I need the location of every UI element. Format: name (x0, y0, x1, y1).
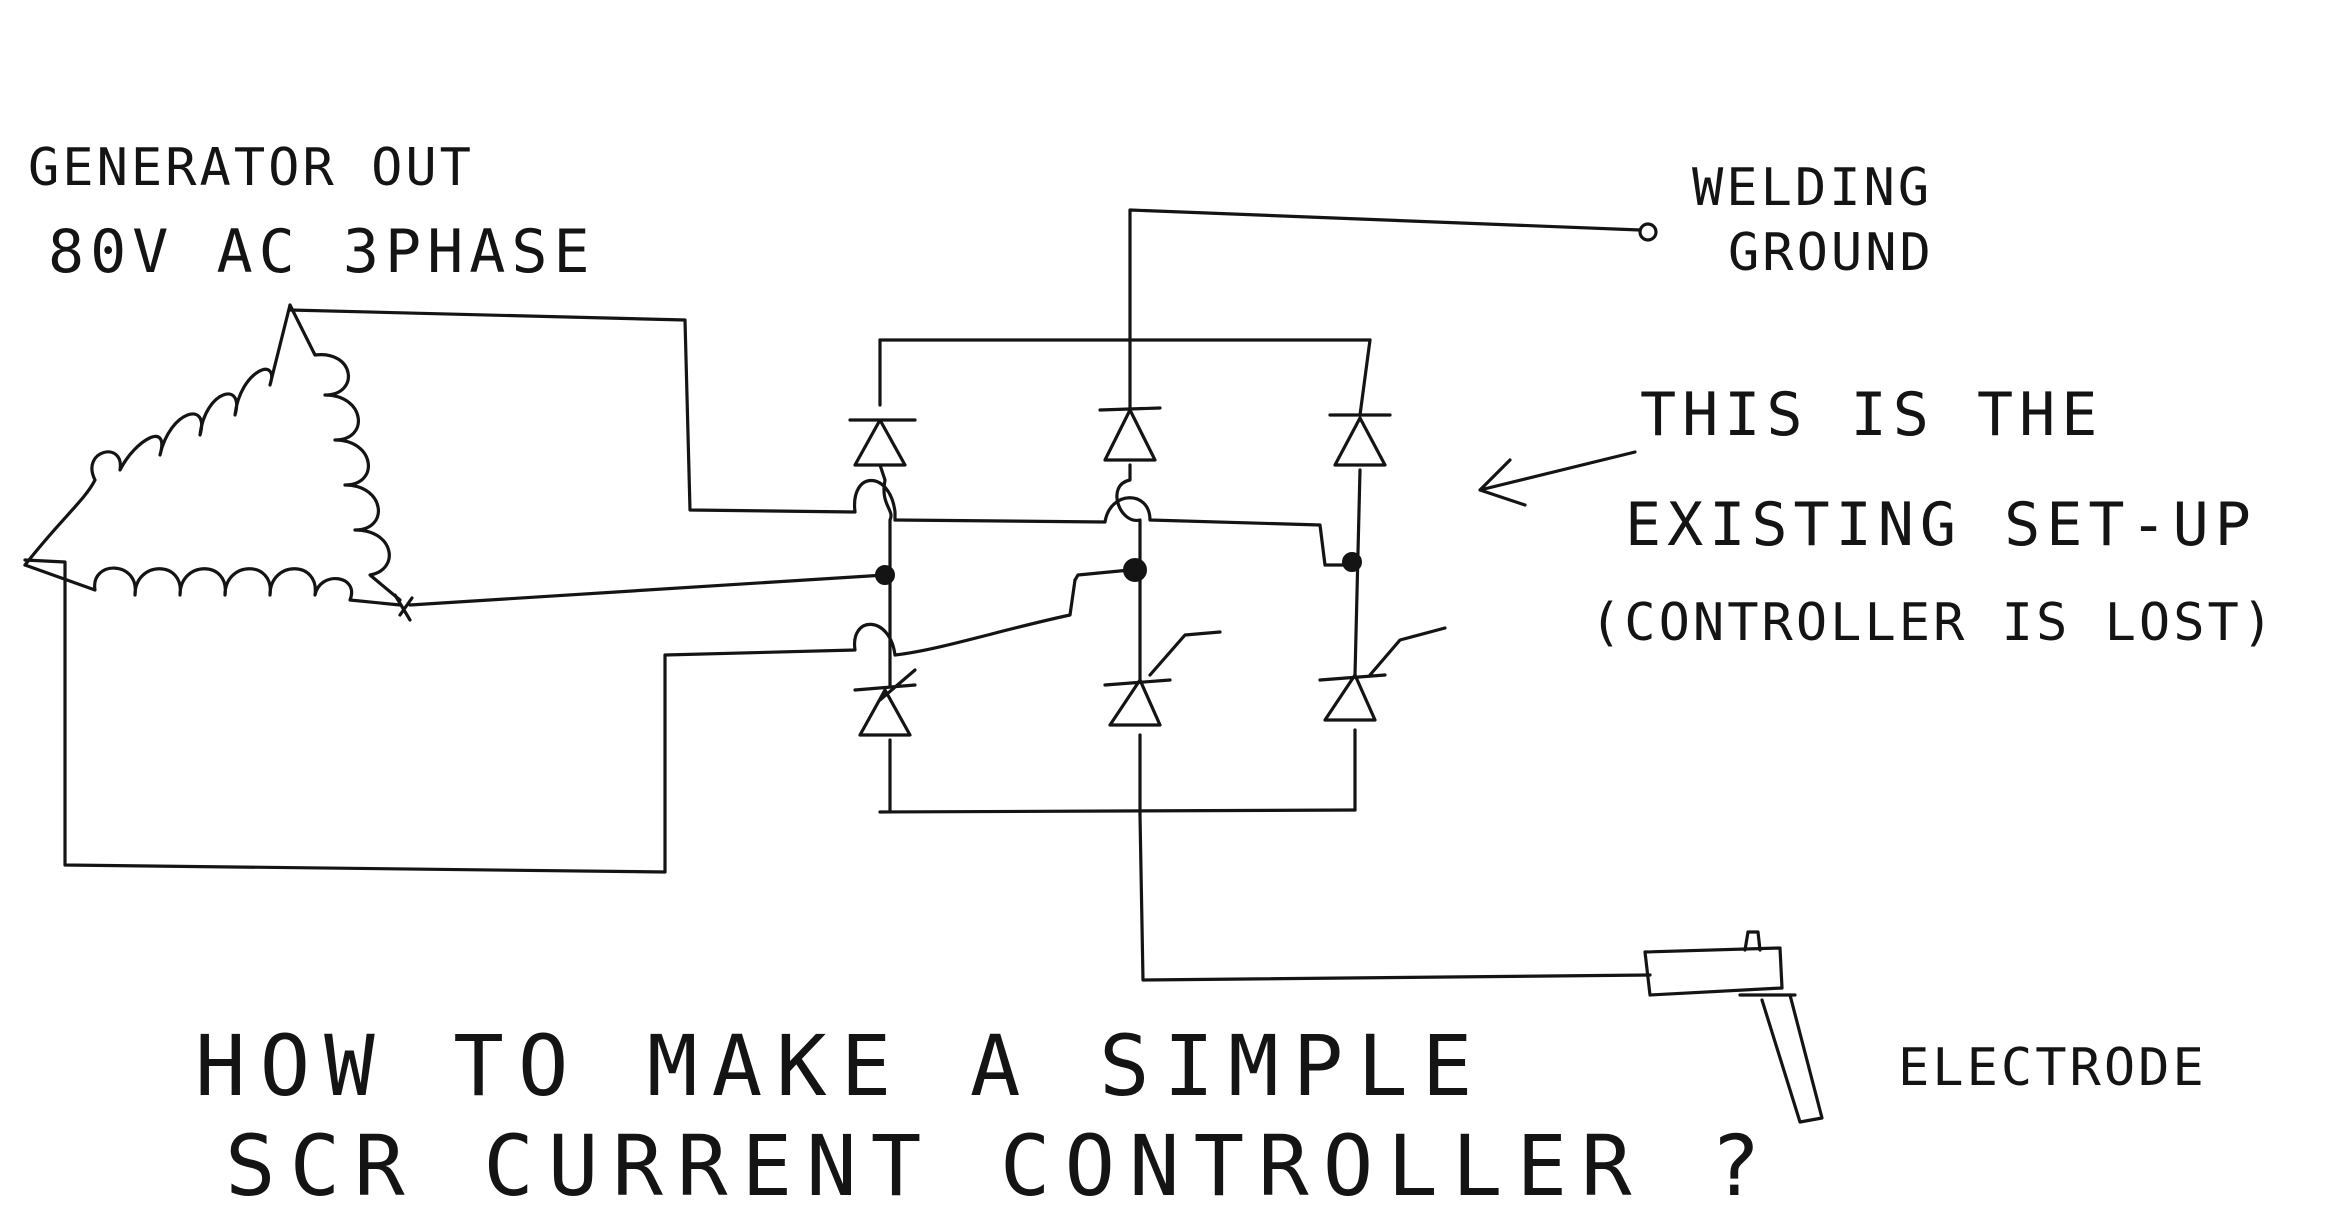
electrode-label: ELECTRODE (1898, 1038, 2207, 1098)
wire-phase-c (23, 558, 1077, 874)
generator-winding-right (288, 303, 402, 602)
generator-winding-left (23, 303, 292, 567)
question-line1: HOW TO MAKE A SIMPLE (195, 1017, 1486, 1115)
electrode-holder (1643, 930, 1824, 1124)
generator-winding-bottom (23, 563, 402, 607)
bridge-middle-wire (1073, 568, 1132, 582)
note-line3: (CONTROLLER IS LOST) (1590, 593, 2276, 653)
bridge-leg-2 (1115, 338, 1142, 817)
bridge-crossover-wire (893, 496, 1352, 567)
diode-top-1 (848, 418, 917, 467)
junction-dot-1 (875, 565, 895, 585)
welding-ground-label-line2: GROUND (1728, 223, 1934, 283)
scr-bridge (848, 338, 1447, 817)
wire-phase-b (408, 573, 887, 607)
scr-bottom-3 (1318, 626, 1447, 722)
diode-top-3 (1328, 413, 1392, 467)
welding-ground-terminal (1638, 222, 1658, 242)
generator-label-line1: GENERATOR OUT (28, 138, 474, 198)
wire-welding-ground (1128, 208, 1642, 342)
junction-dot-3 (1342, 552, 1362, 572)
note-line2: EXISTING SET-UP (1625, 490, 2257, 560)
wire-electrode (1138, 813, 1652, 982)
wire-phase-a (288, 308, 897, 522)
generator-terminal-mark (393, 593, 414, 622)
scr-bottom-2 (1103, 630, 1222, 727)
generator-label-line2: 80V AC 3PHASE (48, 217, 596, 287)
generator-delta-windings (23, 303, 414, 622)
welding-ground-label-line1: WELDING (1692, 158, 1932, 218)
note-line1: THIS IS THE (1640, 380, 2103, 450)
output-wires (1128, 208, 1824, 1124)
scr-bottom-1 (853, 668, 917, 737)
generator-output-wires (23, 308, 1077, 874)
bridge-bottom-rail (878, 808, 1357, 814)
bridge-leg-1 (878, 338, 893, 814)
diode-top-2 (1098, 406, 1162, 462)
bridge-leg-3 (1353, 338, 1372, 812)
junction-dot-2 (1123, 558, 1147, 582)
arrow-to-bridge (1478, 450, 1637, 507)
question-line2: SCR CURRENT CONTROLLER ? (225, 1117, 1775, 1215)
